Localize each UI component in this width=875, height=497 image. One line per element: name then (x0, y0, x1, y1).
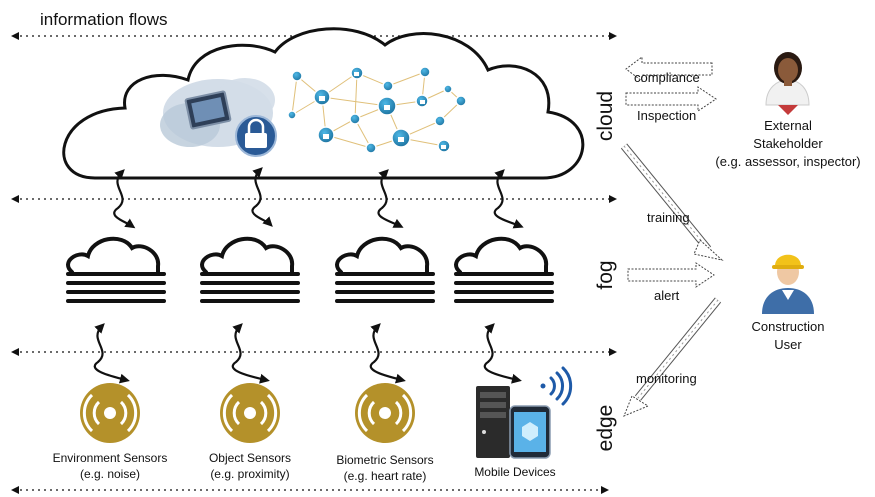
flow-label-monitoring: monitoring (636, 371, 697, 386)
compliance-arrow (625, 56, 713, 82)
flow-label-compliance: compliance (634, 70, 700, 85)
flow-label-alert: alert (654, 288, 680, 303)
sensor-icon (220, 383, 280, 443)
training-arrow (620, 143, 724, 261)
device-detail: (e.g. proximity) (210, 467, 290, 481)
device-name: Mobile Devices (474, 465, 556, 479)
device-label-mobile: Mobile Devices (460, 464, 570, 480)
wifi-icon (540, 366, 573, 406)
external-stakeholder-line3: (e.g. assessor, inspector) (715, 154, 861, 169)
flow-label-training: training (647, 210, 690, 225)
device-name: Object Sensors (208, 451, 292, 465)
padlock-icon (235, 115, 277, 157)
mobile-server-icon (476, 386, 551, 459)
sensor-icon (355, 383, 415, 443)
device-label-biometric: Biometric Sensors (e.g. heart rate) (320, 452, 450, 484)
layer-label-cloud: cloud (594, 90, 617, 142)
fog-node-3 (335, 236, 435, 303)
external-stakeholder-icon (765, 52, 810, 115)
construction-user-line2: User (774, 337, 802, 352)
monitoring-arrow (623, 297, 722, 417)
layer-label-edge: edge (594, 404, 617, 452)
flow-label-inspection: Inspection (637, 108, 697, 123)
fog-node-1 (66, 236, 166, 303)
layer-label-fog: fog (594, 260, 617, 290)
inspection-arrow (625, 86, 717, 112)
diagram-title: information flows (40, 10, 168, 29)
sensor-icon (80, 383, 140, 443)
device-name: Environment Sensors (52, 451, 168, 465)
network-lock-nodes (287, 66, 467, 154)
fog-node-4 (454, 236, 554, 303)
device-detail: (e.g. heart rate) (343, 469, 427, 483)
construction-user-label: Construction User (730, 318, 846, 354)
device-label-object: Object Sensors (e.g. proximity) (190, 450, 310, 482)
cloud-fog-links (113, 167, 524, 229)
fog-edge-links (93, 323, 522, 384)
external-stakeholder-line1: External (764, 118, 812, 133)
construction-user-line1: Construction (751, 319, 825, 334)
external-stakeholder-line2: Stakeholder (753, 136, 823, 151)
device-detail: (e.g. noise) (79, 467, 141, 481)
fog-node-2 (200, 236, 300, 303)
device-name: Biometric Sensors (336, 453, 434, 467)
alert-arrow (627, 262, 715, 288)
external-stakeholder-label: External Stakeholder (e.g. assessor, ins… (700, 117, 875, 171)
device-label-environment: Environment Sensors (e.g. noise) (32, 450, 188, 482)
construction-user-icon (762, 254, 814, 314)
